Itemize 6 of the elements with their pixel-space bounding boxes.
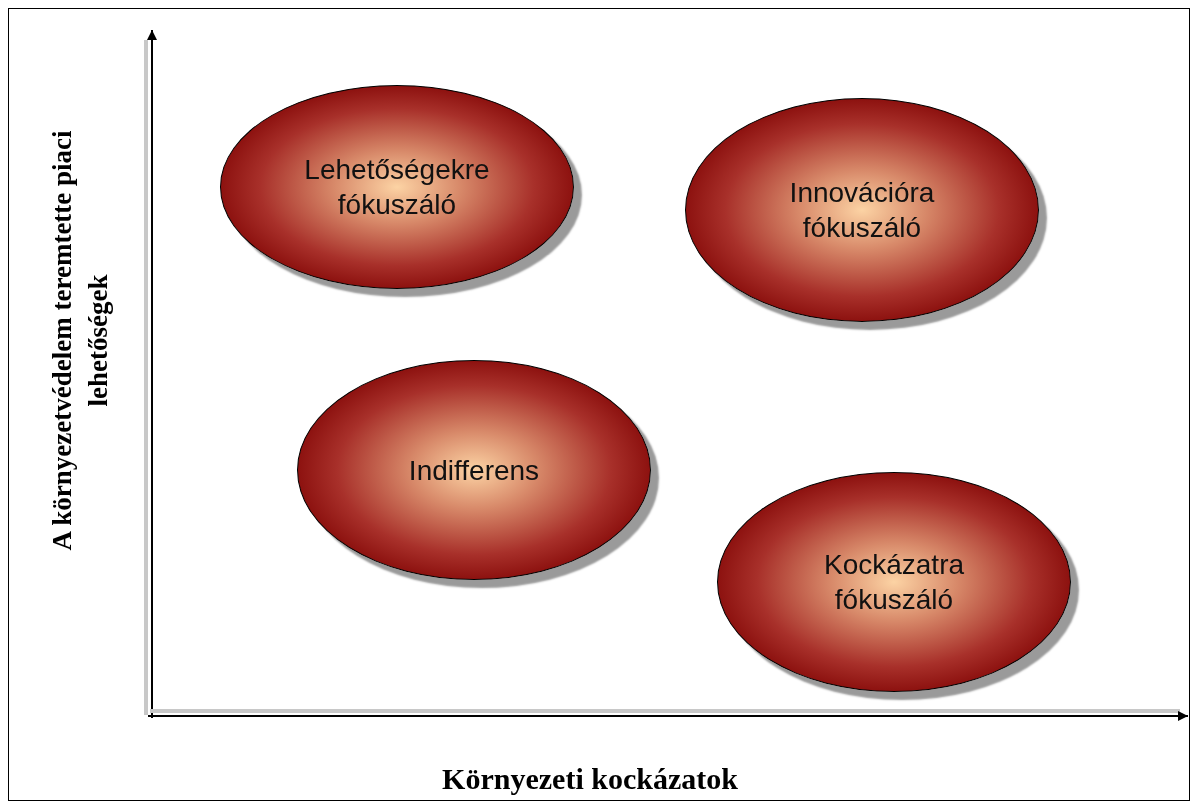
x-axis-title: Környezeti kockázatok: [441, 762, 739, 796]
y-axis-title: A környezetvédelem teremtette piaci lehetőségek: [45, 129, 114, 553]
node-label: Innovációra fókuszáló: [788, 176, 936, 245]
node-label: Indifferens: [407, 453, 541, 488]
node-label: Lehetőségekre fókuszáló: [303, 153, 491, 222]
node-label: Kockázatra fókuszáló: [822, 548, 966, 617]
